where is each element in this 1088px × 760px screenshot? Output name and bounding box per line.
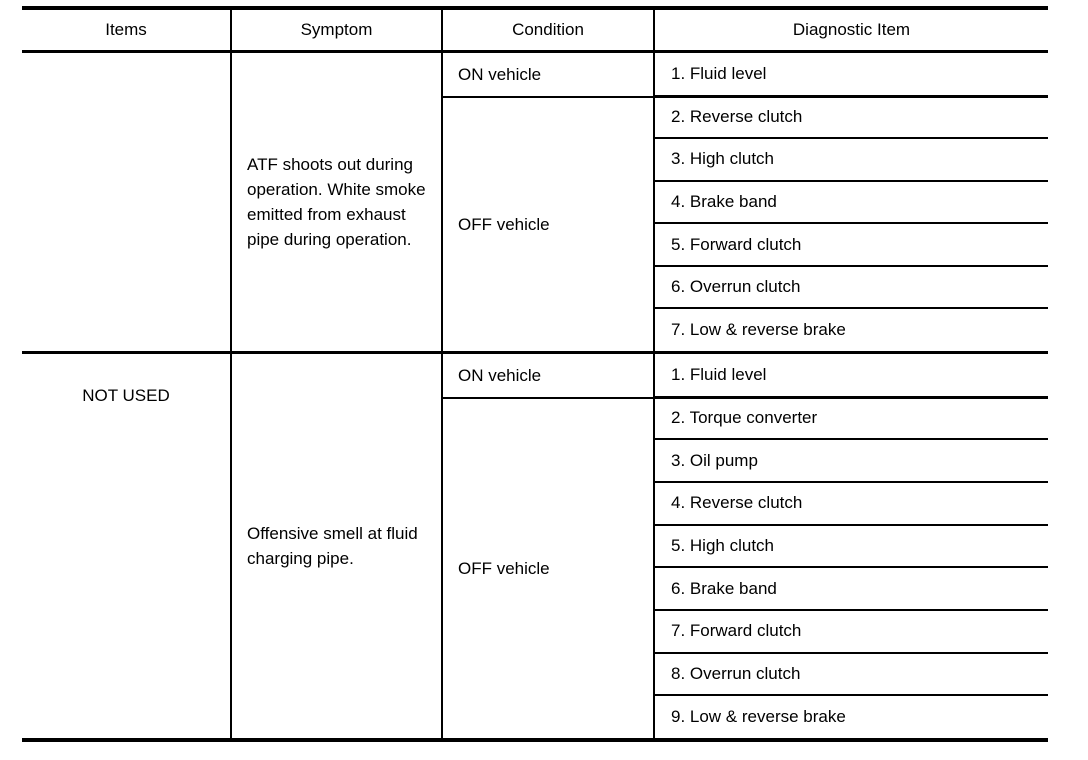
diagnostic-item-cell: 2. Reverse clutch (671, 106, 803, 126)
condition-cell-off-block-1: OFF vehicle (458, 214, 550, 234)
diagnostic-row-rule (653, 438, 1048, 441)
table-bottom-rule (22, 738, 1048, 742)
diagnostic-row-rule (653, 179, 1048, 182)
column-divider-condition-diagnostic (653, 10, 655, 738)
header-bottom-rule (22, 50, 1048, 53)
diagnostic-row-rule (653, 264, 1048, 267)
condition-cell-on-block-2: ON vehicle (458, 365, 542, 385)
diagnostic-item-cell: 6. Brake band (671, 578, 777, 598)
diagnostic-item-cell: 9. Low & reverse brake (671, 706, 846, 726)
condition-cell-off-block-2: OFF vehicle (458, 558, 550, 578)
diagnostic-item-cell: 7. Forward clutch (671, 621, 802, 641)
items-value-not-used: NOT USED (82, 385, 170, 405)
block-separator-rule (22, 351, 1048, 354)
diagnostic-item-cell: 5. Forward clutch (671, 234, 802, 254)
symptom-cell-block-1: ATF shoots out during operation. White s… (232, 53, 441, 351)
diagnostic-row-rule (653, 395, 1048, 398)
diagnostic-row-rule (653, 137, 1048, 140)
diagnostic-row-rule (653, 307, 1048, 310)
symptom-cell-block-2: Offensive smell at fluid charging pipe. (232, 354, 441, 738)
table-top-rule (22, 6, 1048, 10)
diagnostic-row-rule (653, 222, 1048, 225)
diagnostic-item-cell: 8. Overrun clutch (671, 663, 801, 683)
diagnostic-item-cell: 7. Low & reverse brake (671, 319, 846, 339)
diagnostic-item-cell: 6. Overrun clutch (671, 277, 801, 297)
diagnostic-item-cell: 4. Reverse clutch (671, 493, 803, 513)
column-divider-items-symptom (230, 10, 232, 738)
diagnostic-row-rule (653, 94, 1048, 97)
diagnostic-item-cell: 3. Oil pump (671, 450, 758, 470)
diagnostic-table: Items Symptom Condition Diagnostic Item … (22, 6, 1048, 742)
condition-cell-on-block-1: ON vehicle (458, 64, 542, 84)
symptom-text: ATF shoots out during operation. White s… (247, 155, 426, 249)
diagnostic-item-cell: 1. Fluid level (671, 365, 767, 385)
diagnostic-item-cell: 3. High clutch (671, 149, 774, 169)
header-cell-diagnostic: Diagnostic Item (792, 20, 911, 39)
diagnostic-item-cell: 4. Brake band (671, 191, 777, 211)
condition-rule-block-1 (441, 96, 1048, 98)
column-divider-symptom-condition (441, 10, 443, 738)
diagnostic-row-rule (653, 566, 1048, 569)
header-cell-items: Items (105, 20, 147, 39)
diagnostic-row-rule (653, 609, 1048, 611)
diagnostic-row-rule (653, 694, 1048, 697)
diagnostic-item-cell: 5. High clutch (671, 535, 774, 555)
header-cell-symptom: Symptom (300, 20, 373, 39)
diagnostic-row-rule (653, 651, 1048, 654)
table-header-row: Items Symptom Condition Diagnostic Item (22, 10, 1048, 50)
items-column: NOT USED (22, 53, 230, 738)
diagnostic-item-cell: 1. Fluid level (671, 64, 767, 84)
diagnostic-row-rule (653, 481, 1048, 483)
diagnostic-row-rule (653, 523, 1048, 526)
diagnostic-item-cell: 2. Torque converter (671, 407, 818, 427)
condition-rule-block-2 (441, 397, 1048, 399)
header-cell-condition: Condition (512, 20, 584, 39)
symptom-text: Offensive smell at fluid charging pipe. (247, 524, 418, 568)
